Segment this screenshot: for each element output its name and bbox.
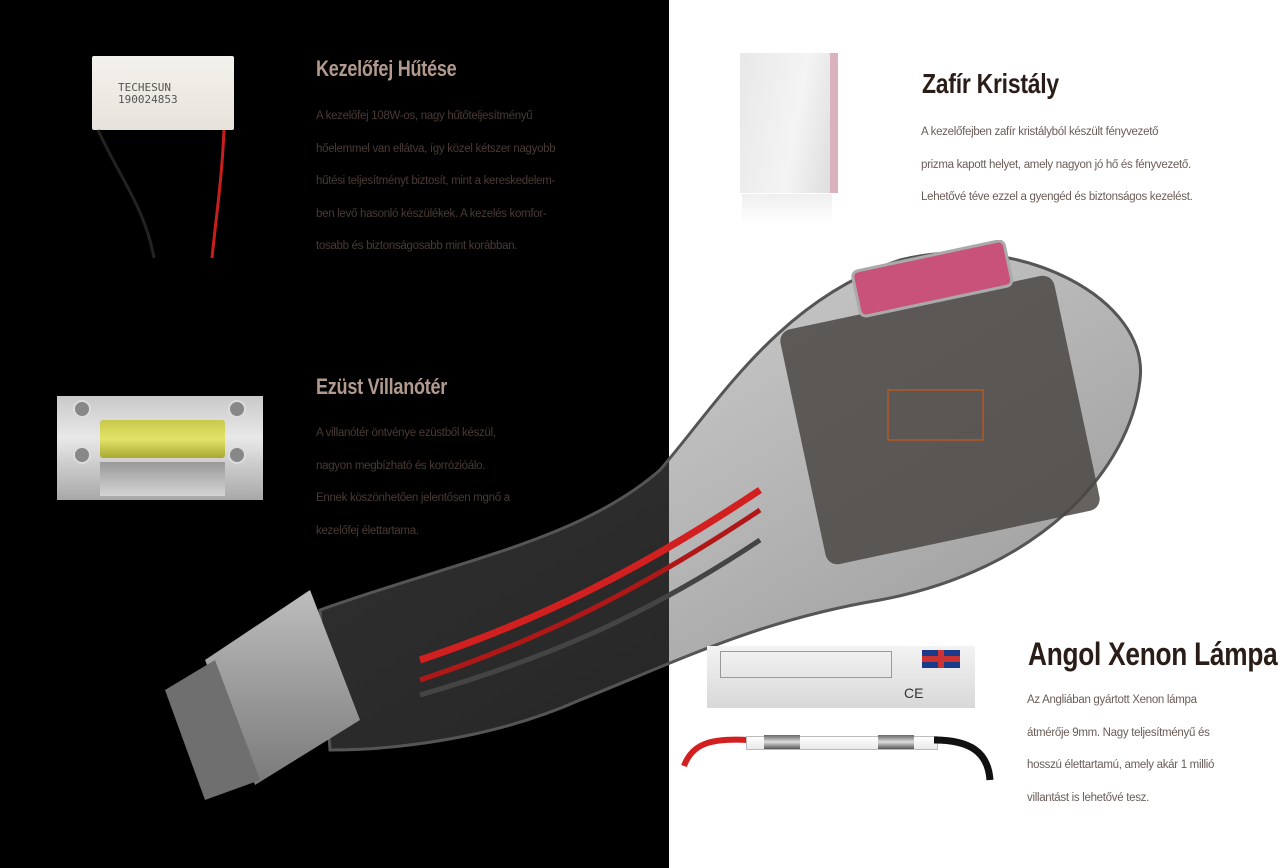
lamp-title: Angol Xenon Lámpa (1028, 636, 1278, 672)
cooling-description: A kezelőfej 108W-os, nagy hűtőteljesítmé… (316, 110, 556, 252)
ipl-handpiece-illustration (165, 240, 1142, 800)
lamp-electrode-left (764, 735, 800, 749)
peltier-wires-icon (96, 129, 226, 259)
peltier-label: TECHESUN 190024853 (118, 81, 178, 106)
cooling-title: Kezelőfej Hűtése (316, 56, 457, 81)
crystal-title: Zafír Kristály (922, 68, 1059, 99)
lamp-box-label (720, 651, 892, 678)
uk-flag-icon (922, 650, 960, 668)
lamp-electrode-right (878, 735, 914, 749)
crystal-description: A kezelőfejben zafír kristályból készült… (921, 126, 1193, 203)
black-lead-wire-icon (933, 736, 994, 781)
chamber-title: Ezüst Villanótér (316, 374, 448, 399)
chamber-description: A villanótér öntvénye ezüstből készül, n… (316, 427, 510, 537)
ce-mark: CE (904, 685, 924, 701)
lamp-description: Az Angliában gyártott Xenon lámpa átmérő… (1027, 694, 1215, 804)
red-lead-wire-icon (681, 736, 749, 768)
